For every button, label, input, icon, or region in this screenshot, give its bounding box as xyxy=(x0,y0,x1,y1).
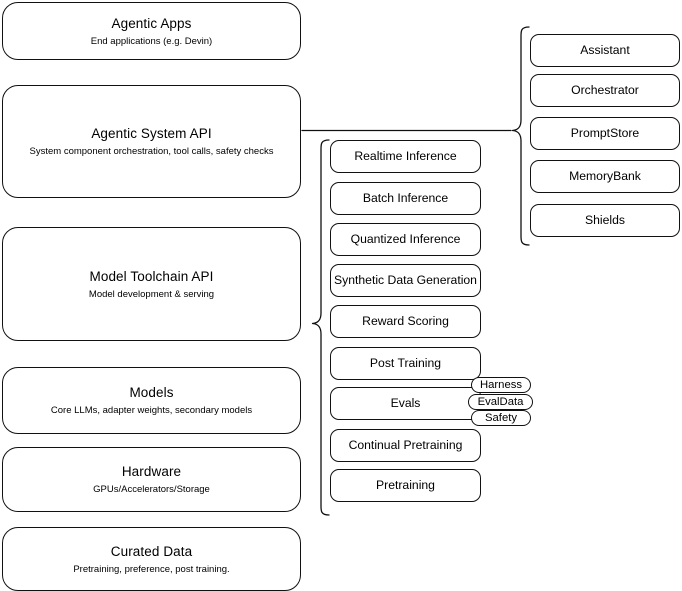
brace-middle-column xyxy=(311,139,330,516)
layer-model-toolchain-api[interactable]: Model Toolchain API Model development & … xyxy=(2,227,301,341)
capability-realtime-inference[interactable]: Realtime Inference xyxy=(330,140,481,173)
layer-title: Agentic System API xyxy=(91,126,212,141)
component-shields[interactable]: Shields xyxy=(530,204,680,237)
layer-title: Models xyxy=(129,385,174,400)
eval-badge-label: EvalData xyxy=(477,395,524,408)
capability-post-training[interactable]: Post Training xyxy=(330,347,481,380)
component-label: Assistant xyxy=(580,43,630,57)
component-assistant[interactable]: Assistant xyxy=(530,34,680,67)
capability-label: Continual Pretraining xyxy=(348,438,463,452)
layer-models[interactable]: Models Core LLMs, adapter weights, secon… xyxy=(2,367,301,434)
capability-reward-scoring[interactable]: Reward Scoring xyxy=(330,305,481,338)
capability-label: Synthetic Data Generation xyxy=(334,273,477,287)
layer-subtitle: Model development & serving xyxy=(88,288,215,300)
capability-label: Evals xyxy=(390,396,421,410)
layer-title: Curated Data xyxy=(110,543,193,559)
layer-subtitle: GPUs/Accelerators/Storage xyxy=(93,484,210,495)
component-memorybank[interactable]: MemoryBank xyxy=(530,160,680,193)
eval-badge-safety[interactable]: Safety xyxy=(471,410,531,426)
component-label: PromptStore xyxy=(570,126,640,140)
layer-curated-data[interactable]: Curated Data Pretraining, preference, po… xyxy=(2,527,301,591)
capability-pretraining[interactable]: Pretraining xyxy=(330,469,481,502)
component-label: Orchestrator xyxy=(571,83,639,97)
eval-badge-label: Safety xyxy=(484,411,518,424)
layer-subtitle: Pretraining, preference, post training. xyxy=(73,563,230,575)
capability-label: Pretraining xyxy=(376,478,435,492)
layer-subtitle: System component orchestration, tool cal… xyxy=(29,146,274,157)
brace-right-column xyxy=(511,26,530,246)
eval-badge-label: Harness xyxy=(479,378,523,391)
layer-agentic-apps[interactable]: Agentic Apps End applications (e.g. Devi… xyxy=(2,2,301,60)
capability-label: Reward Scoring xyxy=(362,314,449,328)
capability-continual-pretraining[interactable]: Continual Pretraining xyxy=(330,429,481,462)
component-label: MemoryBank xyxy=(569,169,641,183)
capability-label: Post Training xyxy=(369,356,442,370)
capability-label: Quantized Inference xyxy=(350,232,461,246)
layer-hardware[interactable]: Hardware GPUs/Accelerators/Storage xyxy=(2,447,301,512)
capability-batch-inference[interactable]: Batch Inference xyxy=(330,182,481,215)
component-label: Shields xyxy=(585,213,625,227)
component-orchestrator[interactable]: Orchestrator xyxy=(530,74,680,107)
capability-quantized-inference[interactable]: Quantized Inference xyxy=(330,223,481,256)
capability-label: Batch Inference xyxy=(362,191,449,205)
layer-subtitle: End applications (e.g. Devin) xyxy=(90,35,213,47)
capability-synthetic-data-generation[interactable]: Synthetic Data Generation xyxy=(330,264,481,297)
capability-evals[interactable]: Evals xyxy=(330,387,481,420)
layer-agentic-system-api[interactable]: Agentic System API System component orch… xyxy=(2,85,301,198)
eval-badge-evaldata[interactable]: EvalData xyxy=(468,394,533,410)
component-promptstore[interactable]: PromptStore xyxy=(530,117,680,150)
layer-title: Model Toolchain API xyxy=(89,268,214,284)
layer-title: Agentic Apps xyxy=(111,15,192,31)
layer-title: Hardware xyxy=(121,464,182,479)
layer-subtitle: Core LLMs, adapter weights, secondary mo… xyxy=(50,405,253,416)
capability-label: Realtime Inference xyxy=(354,149,457,163)
eval-badge-harness[interactable]: Harness xyxy=(471,377,531,393)
